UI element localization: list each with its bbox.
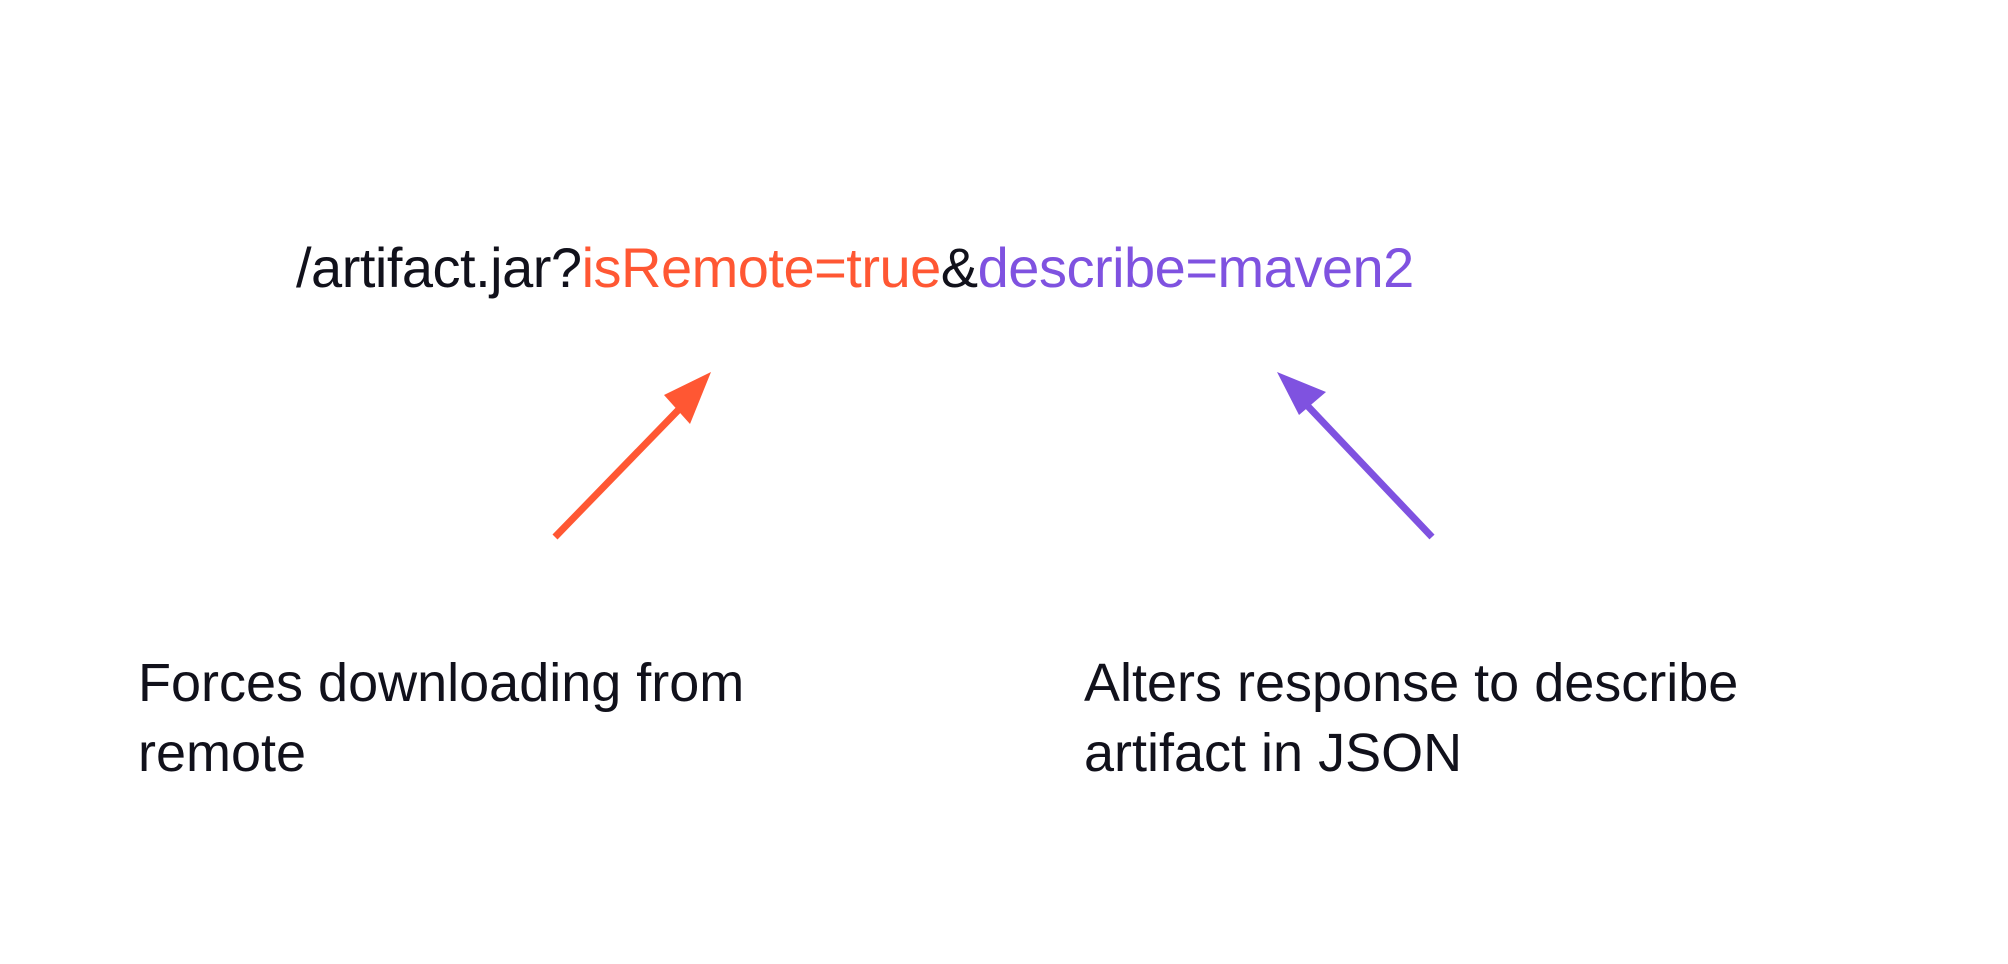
caption-describe: Alters response to describe artifact in … <box>1084 653 1739 783</box>
param-is-remote: isRemote=true <box>581 236 942 299</box>
param-describe: describe=maven2 <box>977 236 1415 299</box>
url-line: /artifact.jar?isRemote=true&describe=mav… <box>296 232 1414 304</box>
param-separator: & <box>940 236 978 299</box>
caption-is-remote: Forces downloading from remote <box>138 653 745 783</box>
arrow-up-left-icon <box>1277 372 1435 540</box>
url-path: /artifact.jar? <box>296 236 582 299</box>
arrow-up-right-icon <box>552 372 711 540</box>
